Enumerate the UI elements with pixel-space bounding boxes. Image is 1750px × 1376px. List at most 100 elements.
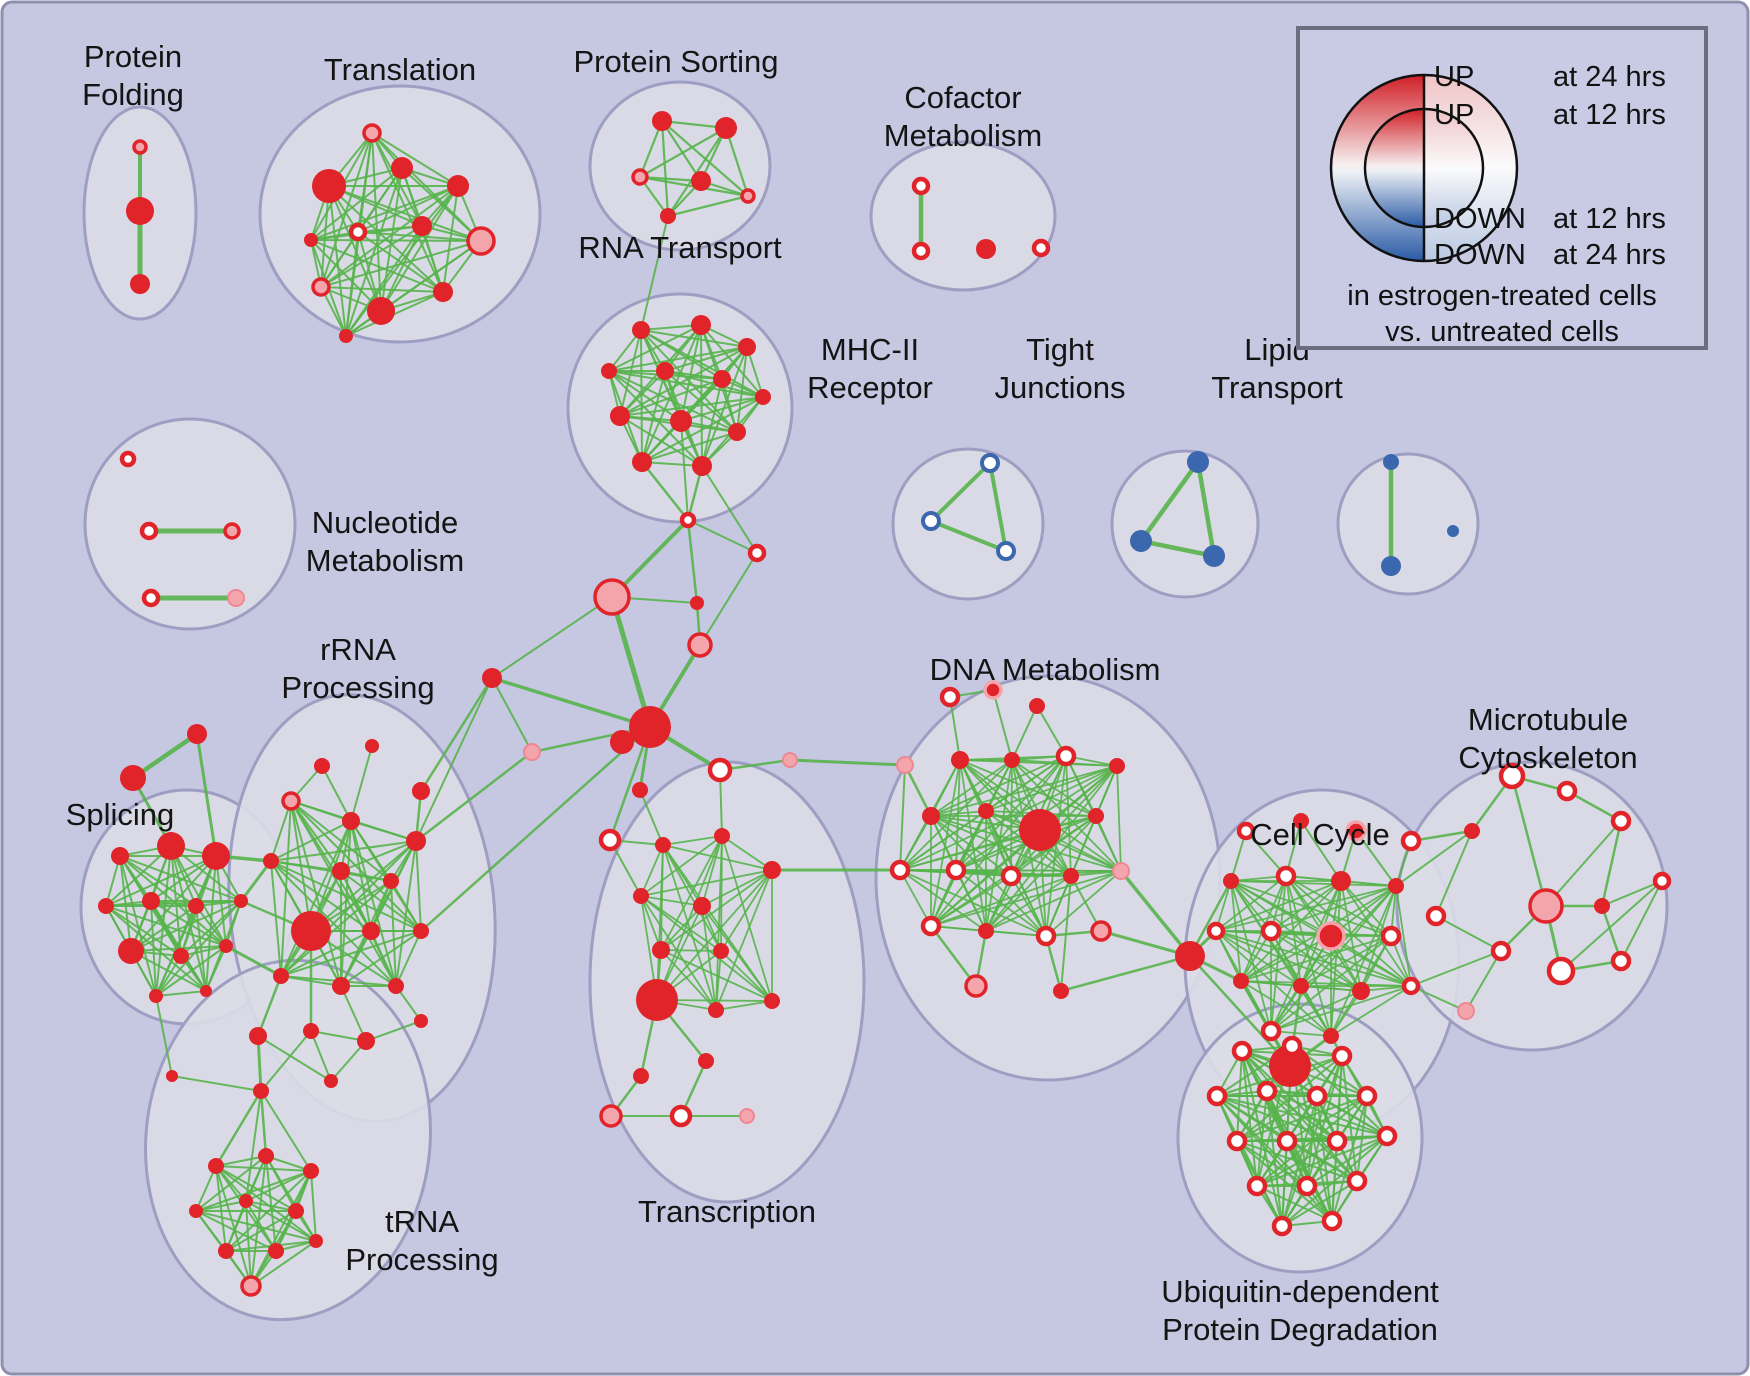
edge-rt5-rt11 bbox=[701, 378, 723, 467]
edge-rr11-rr12 bbox=[280, 930, 422, 977]
node-dm6 bbox=[1055, 745, 1077, 767]
edge-ub10-ub14 bbox=[1281, 1135, 1388, 1227]
edge-dm11-dm12 bbox=[899, 815, 1097, 871]
node-mc6 bbox=[1594, 898, 1610, 914]
node-tj2 bbox=[1203, 545, 1225, 567]
edge-rr3-rr6 bbox=[270, 800, 292, 862]
edge-rr10-rr12 bbox=[280, 930, 372, 977]
node-cc9 bbox=[1260, 920, 1282, 942]
edge-tx6-tx11 bbox=[640, 895, 717, 1011]
cluster-label-dna-metabolism: DNA Metabolism bbox=[930, 652, 1161, 687]
edge-dm14-dm19 bbox=[1010, 875, 1047, 937]
edge-ub8-ub14 bbox=[1281, 1140, 1288, 1227]
node-cc14 bbox=[1352, 982, 1370, 1000]
cluster-mhc-ii-receptor bbox=[891, 447, 1045, 601]
edge-tx4-tx12 bbox=[721, 835, 773, 1002]
edge-dm8-dm14 bbox=[930, 815, 1012, 877]
edge-ps1-ps2 bbox=[638, 126, 728, 179]
node-sp9 bbox=[219, 939, 233, 953]
node-tx3 bbox=[655, 837, 671, 853]
edge-dm21-dm17 bbox=[929, 924, 978, 988]
edge-rt2-rt11 bbox=[701, 346, 748, 467]
edge-rr11-rr14 bbox=[395, 930, 422, 987]
node-tl10 bbox=[433, 282, 453, 302]
node-nm3 bbox=[141, 588, 161, 608]
edge-dm11-dm18 bbox=[985, 815, 1097, 932]
edge-dm2-dm5 bbox=[1011, 705, 1038, 761]
edge-rt2-rt3 bbox=[608, 346, 748, 372]
edge-tx7-tx12 bbox=[701, 905, 773, 1002]
edge-cn2-hub0 bbox=[609, 594, 653, 730]
node-tj1 bbox=[1130, 530, 1152, 552]
edge-tx3-tx4 bbox=[662, 835, 723, 846]
edge-rt4-rt5 bbox=[664, 370, 723, 380]
node-tl9 bbox=[367, 297, 395, 325]
edge-cc15-mc8 bbox=[1410, 950, 1502, 987]
edge-tn2-td0 bbox=[214, 1089, 263, 1168]
edge-sp3-sp11 bbox=[105, 905, 207, 992]
edge-tx9-tx12 bbox=[720, 950, 773, 1002]
edge-cn1-cn4 bbox=[699, 552, 758, 646]
node-td1 bbox=[258, 1148, 274, 1164]
edge-rr6-rr10 bbox=[270, 860, 372, 932]
edge-dm10-dm17 bbox=[930, 829, 1041, 927]
edge-dm4-dm13 bbox=[955, 759, 961, 871]
edge-rr15-rr18 bbox=[310, 1030, 332, 1082]
edge-ub5-ub7 bbox=[1236, 1095, 1318, 1142]
cluster-cofactor-metabolism bbox=[869, 140, 1057, 292]
edge-dm9-dm12 bbox=[899, 810, 987, 871]
cluster-label-transcription: Transcription bbox=[638, 1194, 816, 1229]
node-rr16 bbox=[357, 1032, 375, 1050]
node-tn0 bbox=[249, 1027, 267, 1045]
edge-dm13-dm16 bbox=[955, 869, 1122, 872]
legend-row-label-2: DOWN bbox=[1434, 203, 1526, 235]
node-rr17 bbox=[414, 1014, 428, 1028]
edge-tx8-tx9 bbox=[660, 949, 722, 952]
edge-cc11-cc13 bbox=[1300, 935, 1392, 987]
edge-tn0-tn2 bbox=[256, 1034, 263, 1093]
edge-lc2-rr5 bbox=[414, 750, 534, 843]
edge-rt6-rt8 bbox=[680, 396, 764, 422]
node-hub0 bbox=[629, 706, 671, 748]
node-cf1 bbox=[911, 241, 931, 261]
cluster-label-rna-transport: RNA Transport bbox=[578, 230, 782, 265]
node-pf2 bbox=[130, 274, 150, 294]
edge-rt6-rt7 bbox=[619, 396, 764, 417]
node-dm9 bbox=[978, 803, 994, 819]
node-dm18 bbox=[978, 923, 994, 939]
edge-ps0-ps5 bbox=[660, 119, 670, 218]
node-dm19 bbox=[1035, 925, 1057, 947]
edge-rt1-rt8 bbox=[680, 324, 702, 422]
edge-rr5-rr11 bbox=[415, 840, 422, 932]
edge-tl0-tl9 bbox=[371, 132, 382, 312]
cluster-label-cell-cycle: Cell Cycle bbox=[1250, 817, 1390, 852]
node-cc8 bbox=[1206, 921, 1226, 941]
cluster-label-protein-sorting: Protein Sorting bbox=[573, 44, 778, 79]
edge-td3-td7 bbox=[195, 1210, 277, 1252]
edge-cc3-mc2 bbox=[1409, 829, 1474, 843]
edge-sp0-sp10 bbox=[119, 855, 157, 997]
edge-cc14-cc17 bbox=[1330, 990, 1362, 1037]
node-tx11 bbox=[708, 1002, 724, 1018]
edge-cc7-cc16 bbox=[1270, 885, 1397, 1032]
edge-cc14-cc16 bbox=[1270, 990, 1362, 1032]
edge-rt1-rt6 bbox=[700, 324, 764, 398]
edge-td1-td3 bbox=[195, 1155, 267, 1212]
edge-sp5-sp7 bbox=[130, 905, 197, 952]
edge-tx4-tx11 bbox=[715, 835, 723, 1011]
node-rr14 bbox=[388, 978, 404, 994]
edge-lc0-rr2 bbox=[419, 676, 494, 793]
node-dm12 bbox=[889, 859, 911, 881]
node-cn4 bbox=[687, 632, 713, 658]
cluster-nucleotide-metabolism bbox=[83, 417, 297, 631]
edge-mc0-mc5 bbox=[1510, 774, 1548, 908]
node-tl1 bbox=[312, 169, 346, 203]
node-dm17 bbox=[920, 915, 942, 937]
edge-cx0-cc18 bbox=[1188, 954, 1292, 1068]
edge-rt0-rt2 bbox=[640, 329, 748, 348]
edge-tl3-tl4 bbox=[310, 185, 459, 241]
edge-mc4-mc6 bbox=[1601, 880, 1663, 907]
edge-tl0-tl3 bbox=[371, 132, 459, 187]
